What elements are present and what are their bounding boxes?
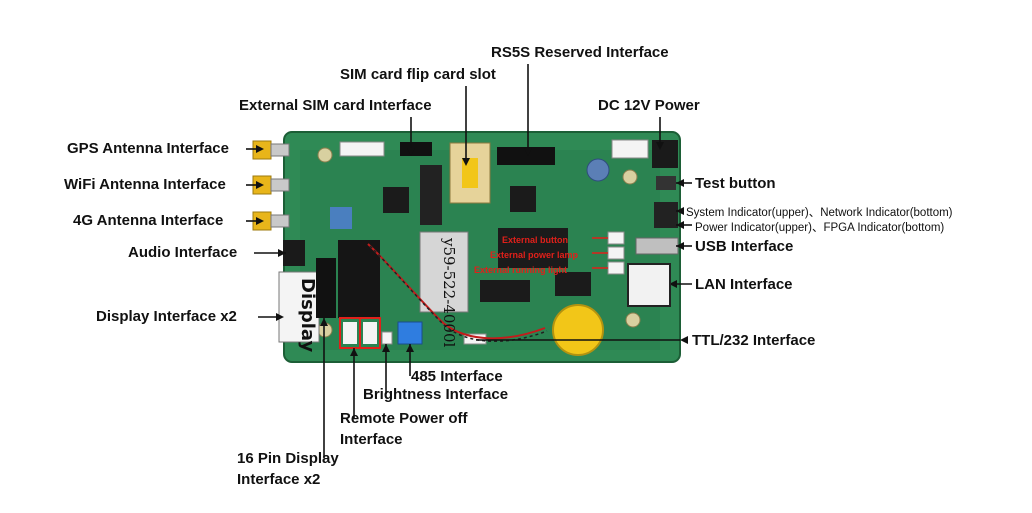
mount-hole-tl [317,147,333,163]
label-usb: USB Interface [695,238,794,255]
dc-power-white [611,139,649,159]
label-4g: 4G Antenna Interface [73,212,224,229]
label-dc-power: DC 12V Power [598,97,700,114]
display-connector-text: Display [297,278,318,353]
external-button-mark: External button [502,235,569,245]
label-audio: Audio Interface [128,244,238,261]
chip-code-text: y59-522-4000l [440,238,458,348]
rs485-connector [397,321,423,345]
label-gps: GPS Antenna Interface [67,140,229,157]
main-chip [419,231,469,313]
label-16pin-1: 16 Pin Display [237,450,339,467]
capacitor [586,158,610,182]
wire [367,243,546,340]
label-sim-flip: SIM card flip card slot [340,66,496,83]
indicator-block [654,202,678,228]
callout-arrows [256,142,688,356]
top-black-header [400,142,432,156]
chip-d [555,272,591,296]
dc-power-jack [652,140,678,168]
external-sim-socket [420,165,442,225]
usb-port [635,237,679,255]
label-ttl232: TTL/232 Interface [692,332,816,349]
display-connector [278,271,320,343]
rs5s-header [497,147,555,165]
chip-c [498,228,568,268]
red-mark-lines [592,237,608,269]
chip-wifi [330,207,352,229]
16pin-connector-a [316,258,336,318]
chip-e [480,280,530,302]
test-button-part [656,176,676,190]
label-16pin-2: Interface x2 [237,471,321,488]
coin-battery [552,304,604,356]
mount-hole-br [625,312,641,328]
16pin-connector-b [338,240,380,318]
lan-port [627,263,671,307]
external-power-lamp-mark: External power lamp [490,250,579,260]
label-lan: LAN Interface [695,276,793,293]
ext-connector-1 [607,231,625,245]
external-running-light-mark: External running light [474,265,568,275]
ext-connector-3 [607,261,625,275]
audio-jack [283,240,305,266]
chip-a [383,187,409,213]
label-wifi: WiFi Antenna Interface [64,176,226,193]
label-brightness: Brightness Interface [363,386,509,403]
label-system-indicator: System Indicator(upper)、Network Indicato… [686,207,953,219]
label-rs5s: RS5S Reserved Interface [491,44,669,61]
chip-b [510,186,536,212]
label-remote-power-2: Interface [340,431,403,448]
mount-hole-tr [622,169,638,185]
ext-connector-2 [607,246,625,260]
label-485: 485 Interface [411,368,503,385]
small-bottom-connector [381,331,393,345]
top-white-header [339,141,385,157]
label-power-indicator: Power Indicator(upper)、FPGA Indicator(bo… [695,222,945,234]
label-test-button: Test button [695,175,776,192]
label-display-x2: Display Interface x2 [96,308,237,325]
label-external-sim: External SIM card Interface [239,97,432,114]
label-remote-power-1: Remote Power off [340,410,468,427]
brightness-connector [359,317,381,349]
